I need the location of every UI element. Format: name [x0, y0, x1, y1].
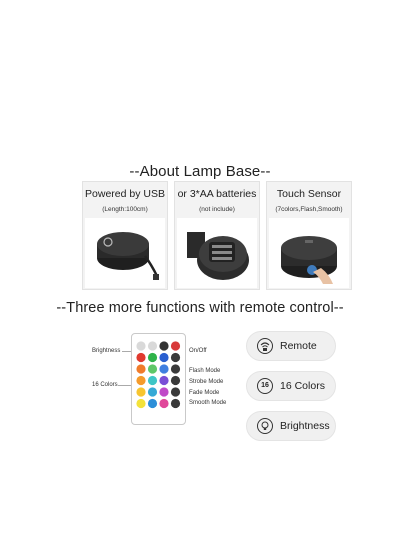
card-batteries: or 3*AA batteries (not include)	[174, 181, 260, 290]
remote-button[interactable]	[170, 364, 181, 374]
flash-mode-label: Flash Mode	[189, 368, 221, 374]
feature-label: Brightness	[280, 420, 330, 432]
brightness-label: Brightness	[92, 348, 121, 354]
usb-base-image	[85, 218, 165, 288]
remote-button[interactable]	[170, 375, 181, 386]
battery-base-image	[177, 218, 257, 288]
remote-button[interactable]	[159, 364, 169, 374]
remote-buttons	[136, 341, 181, 409]
leader-line	[122, 351, 136, 352]
fade-mode-label: Fade Mode	[189, 390, 220, 396]
card-title: Touch Sensor	[276, 188, 342, 200]
card-usb: Powered by USB (Length:100cm)	[82, 181, 168, 290]
remote-wave-icon	[257, 338, 273, 354]
remote-button[interactable]	[136, 387, 146, 397]
card-subtitle: (Length:100cm)	[102, 206, 148, 213]
remote-button[interactable]	[136, 398, 146, 409]
remote-button[interactable]	[159, 352, 169, 363]
remote-button[interactable]	[136, 341, 146, 351]
card-title: Powered by USB	[85, 188, 165, 200]
remote-button[interactable]	[147, 364, 158, 374]
remote-button[interactable]	[147, 375, 158, 386]
card-title: or 3*AA batteries	[177, 188, 257, 200]
feature-label: 16 Colors	[280, 380, 325, 392]
remote-button[interactable]	[147, 387, 158, 397]
remote-button[interactable]	[170, 341, 181, 351]
card-subtitle: (not include)	[199, 206, 235, 213]
card-subtitle: (7colors,Flash,Smooth)	[275, 206, 343, 213]
strobe-mode-label: Strobe Mode	[189, 379, 224, 385]
colors-label: 16 Colors	[92, 382, 118, 388]
smooth-mode-label: Smooth Mode	[189, 400, 227, 406]
remote-button[interactable]	[136, 364, 146, 374]
remote-button[interactable]	[159, 341, 169, 351]
16-badge-icon: 16	[257, 378, 273, 394]
remote-button[interactable]	[147, 352, 158, 363]
remote-button[interactable]	[136, 375, 146, 386]
touch-base-image	[269, 218, 349, 288]
onoff-label: On/Off	[189, 348, 207, 354]
remote-button[interactable]	[159, 375, 169, 386]
feature-brightness: Brightness	[246, 411, 336, 441]
about-lamp-base-title: --About Lamp Base--	[129, 163, 271, 180]
feature-16-colors: 16 16 Colors	[246, 371, 336, 401]
remote-button[interactable]	[147, 398, 158, 409]
remote-button[interactable]	[159, 387, 169, 397]
remote-button[interactable]	[170, 352, 181, 363]
card-touch-sensor: Touch Sensor (7colors,Flash,Smooth)	[266, 181, 352, 290]
remote-button[interactable]	[159, 398, 169, 409]
feature-label: Remote	[280, 340, 317, 352]
bulb-icon	[257, 418, 273, 434]
remote-button[interactable]	[147, 341, 158, 351]
remote-control	[131, 333, 186, 425]
remote-button[interactable]	[170, 387, 181, 397]
remote-button[interactable]	[170, 398, 181, 409]
leader-line	[118, 385, 136, 386]
remote-button[interactable]	[136, 352, 146, 363]
feature-remote: Remote	[246, 331, 336, 361]
remote-functions-title: --Three more functions with remote contr…	[56, 300, 344, 316]
